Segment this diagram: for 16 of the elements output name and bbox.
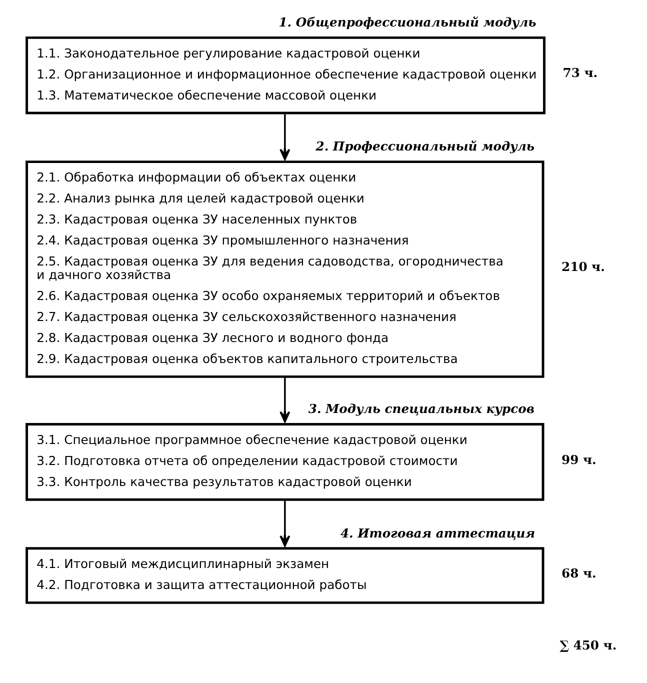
arrow [280, 500, 290, 547]
node-label: 4. Итоговая аттестация [340, 525, 536, 540]
node-label: 99 ч. [562, 452, 596, 467]
label: ∑ 450 ч. [560, 638, 617, 653]
node-label: 73 ч. [562, 65, 598, 80]
node-box: 3.1. Специальное программное обеспечение кадастровой оценки 3.2. Подготовка отчета об определении кадастровой стоимости 3.3. Контроль качества результатов кадастровой оценки [26, 423, 544, 501]
node-box: 1.1. Законодательное регулирование кадастровой оценки 1.2. Организационное и информационное обеспечение кадастровой оценки 1.3. Математическое обеспечение массовой оценки [26, 36, 546, 114]
arrow [280, 114, 290, 160]
node-label: 3. Модуль специальных курсов [308, 401, 534, 416]
node-label: 210 ч. [562, 259, 605, 274]
node-label: 68 ч. [562, 565, 596, 580]
node-box: 2.1. Обработка информации об объектах оценки 2.2. Анализ рынка для целей кадастровой оценки 2.3. Кадастровая оценка ЗУ населенных пунктов 2.4. Кадастровая оценка ЗУ промышленного назначения 2.5. Кадастровая оценка ЗУ для ведения садоводства, огородничества и дачного хозяйства 2.6. Кадастровая оценка ЗУ особо охраняемых территорий и объектов 2.7. Кадастровая оценка ЗУ сельскохозяйственного назначения 2.8. Кадастровая оценка ЗУ лесного и водного фонда 2.9. Кадастровая оценка объектов капитального строительства [26, 160, 544, 378]
node-box: 4.1. Итоговый междисциплинарный экзамен 4.2. Подготовка и защита аттестационной работы [26, 547, 544, 604]
node-label: 2. Профессиональный модуль [316, 138, 535, 154]
node-label: 1. Общепрофессиональный модуль [278, 14, 536, 30]
arrow [280, 377, 290, 423]
